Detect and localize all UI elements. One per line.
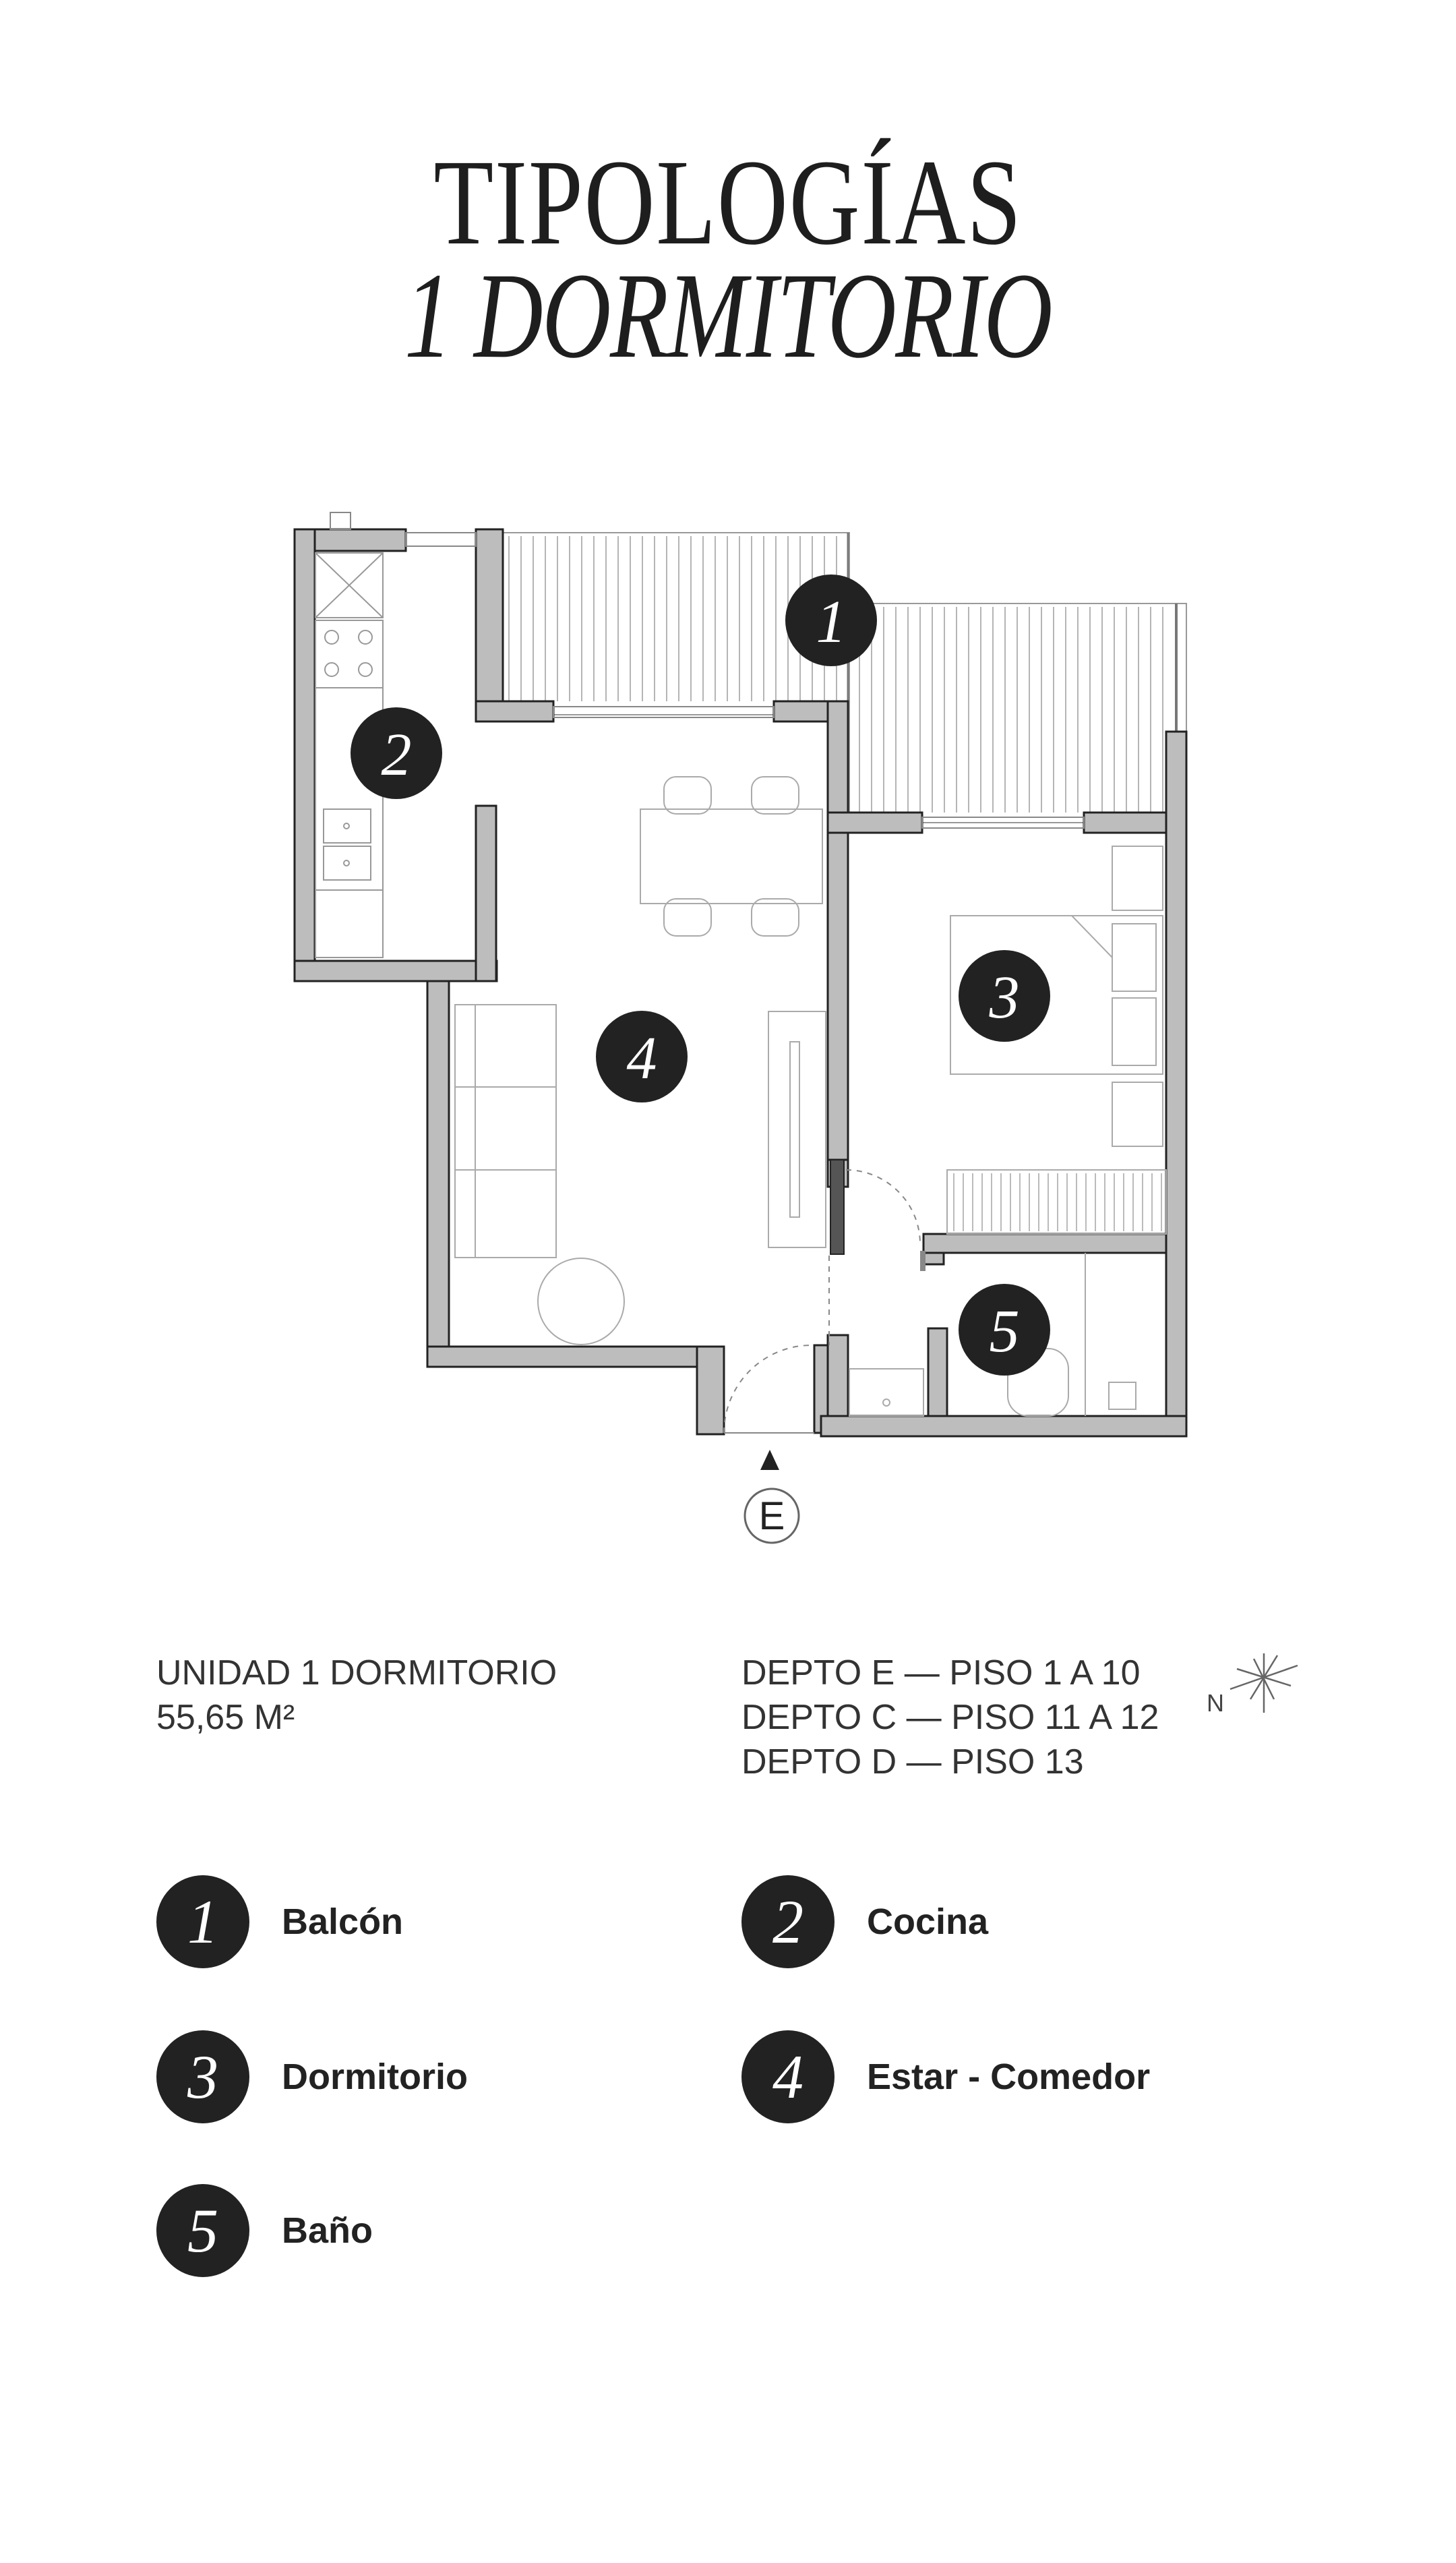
legend-label: Balcón — [282, 1902, 404, 1942]
page-title: TIPOLOGÍAS — [433, 135, 1023, 270]
room-marker: 5 — [959, 1284, 1050, 1376]
room-marker: 1 — [785, 575, 877, 666]
legend-label: Estar - Comedor — [867, 2057, 1151, 2097]
svg-text:3: 3 — [989, 964, 1020, 1031]
walls — [293, 528, 1188, 1438]
legend-item-balcon: 1 Balcón — [156, 1875, 403, 1969]
depto-line: DEPTO D — PISO 13 — [741, 1742, 1084, 1781]
legend-badge: 1 — [156, 1875, 249, 1968]
room-markers: 1 2 3 4 5 — [351, 575, 1050, 1376]
windows — [330, 512, 1085, 829]
svg-text:N: N — [1207, 1689, 1224, 1717]
doors — [723, 1169, 921, 1434]
legend-badge: 2 — [741, 1875, 835, 1968]
depto-list: DEPTO E — PISO 1 A 10 DEPTO C — PISO 11 … — [741, 1651, 1159, 1784]
depto-line: DEPTO C — PISO 11 A 12 — [741, 1698, 1159, 1737]
svg-text:1: 1 — [816, 589, 847, 655]
entrance-marker: E — [744, 1450, 800, 1544]
bedroom-furniture — [946, 846, 1167, 1235]
room-marker: 2 — [351, 707, 442, 799]
svg-text:5: 5 — [990, 1298, 1020, 1365]
svg-text:2: 2 — [382, 721, 412, 788]
svg-text:E: E — [759, 1494, 785, 1538]
legend-item-dormitorio: 3 Dormitorio — [156, 2030, 468, 2124]
living-furniture — [454, 776, 845, 1345]
unit-area: 55,65 M² — [156, 1698, 295, 1737]
page-subtitle: 1 DORMITORIO — [404, 248, 1053, 384]
depto-line: DEPTO E — PISO 1 A 10 — [741, 1653, 1141, 1692]
svg-text:4: 4 — [627, 1025, 657, 1092]
legend-item-estar-comedor: 4 Estar - Comedor — [741, 2030, 1150, 2124]
room-marker: 3 — [959, 950, 1050, 1042]
legend-item-bano: 5 Baño — [156, 2183, 373, 2278]
legend-label: Cocina — [867, 1902, 989, 1942]
legend-badge: 4 — [741, 2030, 835, 2123]
unit-info: UNIDAD 1 DORMITORIO 55,65 M² — [156, 1651, 557, 1740]
kitchen-fixtures — [315, 552, 384, 958]
legend-badge: 5 — [156, 2184, 249, 2277]
legend-item-cocina: 2 Cocina — [741, 1875, 988, 1969]
unit-name: UNIDAD 1 DORMITORIO — [156, 1653, 557, 1692]
door-leaf — [920, 1251, 926, 1271]
room-marker: 4 — [596, 1011, 688, 1102]
north-compass-icon: N — [1207, 1653, 1298, 1717]
legend-label: Dormitorio — [282, 2057, 468, 2097]
legend-label: Baño — [282, 2210, 373, 2251]
legend-badge: 3 — [156, 2030, 249, 2123]
